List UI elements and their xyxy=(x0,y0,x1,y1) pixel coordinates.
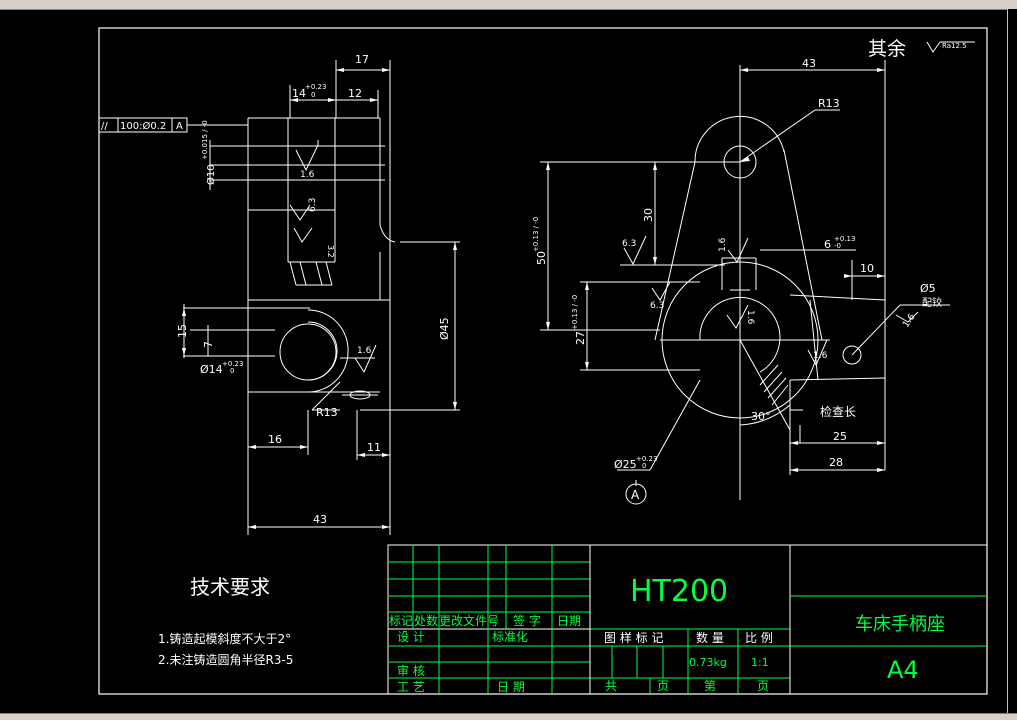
tech-req-item-1: 1.铸造起模斜度不大于2° xyxy=(158,631,291,646)
dim-r-50-tol: +0.13 / -0 xyxy=(532,217,540,252)
left-dimension-text: 17 14 +0.23 0 12 // 100:Ø0.2 A Ø10 +0.01… xyxy=(101,53,451,526)
dim-r-50: 50 xyxy=(535,251,548,265)
vertical-scrollbar[interactable] xyxy=(1007,9,1017,713)
ra-r-6-3-b: 6.3 xyxy=(650,301,664,311)
dim-phi45: Ø45 xyxy=(438,317,451,340)
roughness-label: 其余 xyxy=(868,38,906,60)
dim-7: 7 xyxy=(202,341,215,348)
standard-label: 标准化 xyxy=(492,630,528,644)
general-roughness: 其余 Ra12.5 xyxy=(868,38,975,60)
quantity-label: 数 量 xyxy=(696,630,724,645)
ra-r-1-6-c: 1.6 xyxy=(813,351,828,361)
left-arrowheads xyxy=(182,68,457,529)
dim-r-angle-30: 30° xyxy=(751,410,771,423)
tech-req-title: 技术要求 xyxy=(190,575,270,599)
dim-r-6: 6 xyxy=(824,238,831,251)
part-name: 车床手柄座 xyxy=(855,614,945,635)
technical-requirements: 技术要求 1.铸造起模斜度不大于2° 2.未注铸造圆角半径R3-5 xyxy=(158,575,293,667)
material: HT200 xyxy=(630,574,728,609)
ra-1-6-a: 1.6 xyxy=(300,170,315,180)
ra-r-6-3-a: 6.3 xyxy=(622,239,636,249)
dim-r-27-tol: +0.13 / -0 xyxy=(571,295,579,330)
dim-r-6-tol-up: +0.13 xyxy=(834,235,855,243)
right-arrowheads xyxy=(546,68,885,472)
dim-11: 11 xyxy=(367,441,381,454)
scale-label: 比 例 xyxy=(745,631,773,645)
dim-r-43: 43 xyxy=(802,57,816,70)
rev-header-count: 处数 xyxy=(414,613,438,628)
dim-15: 15 xyxy=(176,324,189,338)
title-block xyxy=(387,544,988,695)
paper-size: A4 xyxy=(887,656,919,684)
cad-toolbar[interactable] xyxy=(0,0,1017,10)
dim-phi10-tol: +0.015 / -0 xyxy=(201,120,209,160)
rev-header-doc: 更改文件号 xyxy=(439,613,499,628)
right-dimension-text: 43 R13 30 50 +0.13 / -0 6.3 6.3 1.6 1.6 … xyxy=(532,57,942,502)
design-label: 设 计 xyxy=(397,630,425,644)
ra-1-6-b: 1.6 xyxy=(357,346,372,356)
drawing-mark-label: 图 样 标 记 xyxy=(604,630,663,645)
fcf-symbol: // xyxy=(101,121,108,132)
dim-r-28: 28 xyxy=(829,456,843,469)
scale-value: 1:1 xyxy=(751,656,769,669)
dim-r-phi5: Ø5 xyxy=(920,282,936,295)
dim-14-tol-lo: 0 xyxy=(311,91,315,99)
fcf-value: 100:Ø0.2 xyxy=(120,120,166,132)
dim-r-30: 30 xyxy=(642,208,655,222)
dim-12: 12 xyxy=(348,87,362,100)
dim-phi10: Ø10 xyxy=(205,164,217,185)
dim-r-27: 27 xyxy=(574,331,587,345)
rev-header-date: 日期 xyxy=(557,614,581,628)
dim-phi14-tol-up: +0.23 xyxy=(222,360,243,368)
datum-a-label: A xyxy=(631,488,640,502)
dim-phi14-tol-lo: 0 xyxy=(230,367,234,375)
date-label: 日 期 xyxy=(497,680,525,694)
dim-r-phi25: Ø25 xyxy=(614,458,637,471)
drawing-canvas[interactable]: 其余 Ra12.5 xyxy=(0,0,1007,712)
roughness-value: Ra12.5 xyxy=(942,42,967,50)
dim-16: 16 xyxy=(268,433,282,446)
dim-r-25: 25 xyxy=(833,430,847,443)
dim-r-check-length: 检查长 xyxy=(820,404,856,419)
dim-r-phi25-tol-lo: 0 xyxy=(642,462,646,470)
ra-3-2-a: 3.2 xyxy=(326,245,335,258)
command-line[interactable] xyxy=(0,713,1017,720)
total-label: 共 xyxy=(605,679,617,693)
title-block-text: HT200 车床手柄座 A4 标记 处数 更改文件号 签 字 日期 设 计 标准… xyxy=(389,574,945,694)
dim-r-phi25-tol-up: +0.23 xyxy=(636,455,657,463)
page-label-2: 页 xyxy=(757,679,769,693)
dim-r-6-tol-lo: -0 xyxy=(834,242,841,250)
ra-r-1-6-a: 1.6 xyxy=(718,237,728,252)
dim-14: 14 xyxy=(292,87,306,100)
dim-r-r13: R13 xyxy=(818,97,840,110)
page-no-label: 第 xyxy=(704,679,716,693)
tech-req-item-2: 2.未注铸造圆角半径R3-5 xyxy=(158,652,293,667)
process-label: 工 艺 xyxy=(397,680,425,694)
ra-6-3-a: 6.3 xyxy=(308,198,318,212)
dim-43: 43 xyxy=(313,513,327,526)
rev-header-mark: 标记 xyxy=(389,614,413,628)
page-label-1: 页 xyxy=(657,679,669,693)
review-label: 审 核 xyxy=(397,663,425,678)
dim-r-10: 10 xyxy=(860,262,874,275)
dim-phi14: Ø14 xyxy=(200,363,223,376)
dim-r-phi5-note: 配铰 xyxy=(922,296,942,309)
rev-header-sign: 签 字 xyxy=(513,613,541,628)
ra-r-1-6-b: 1.6 xyxy=(745,310,755,325)
dim-17: 17 xyxy=(355,53,369,66)
fcf-datum: A xyxy=(176,121,183,132)
dim-r13: R13 xyxy=(316,406,338,419)
right-view xyxy=(540,60,950,505)
weight-value: 0.73kg xyxy=(689,656,727,669)
dim-14-tol-up: +0.23 xyxy=(305,83,326,91)
